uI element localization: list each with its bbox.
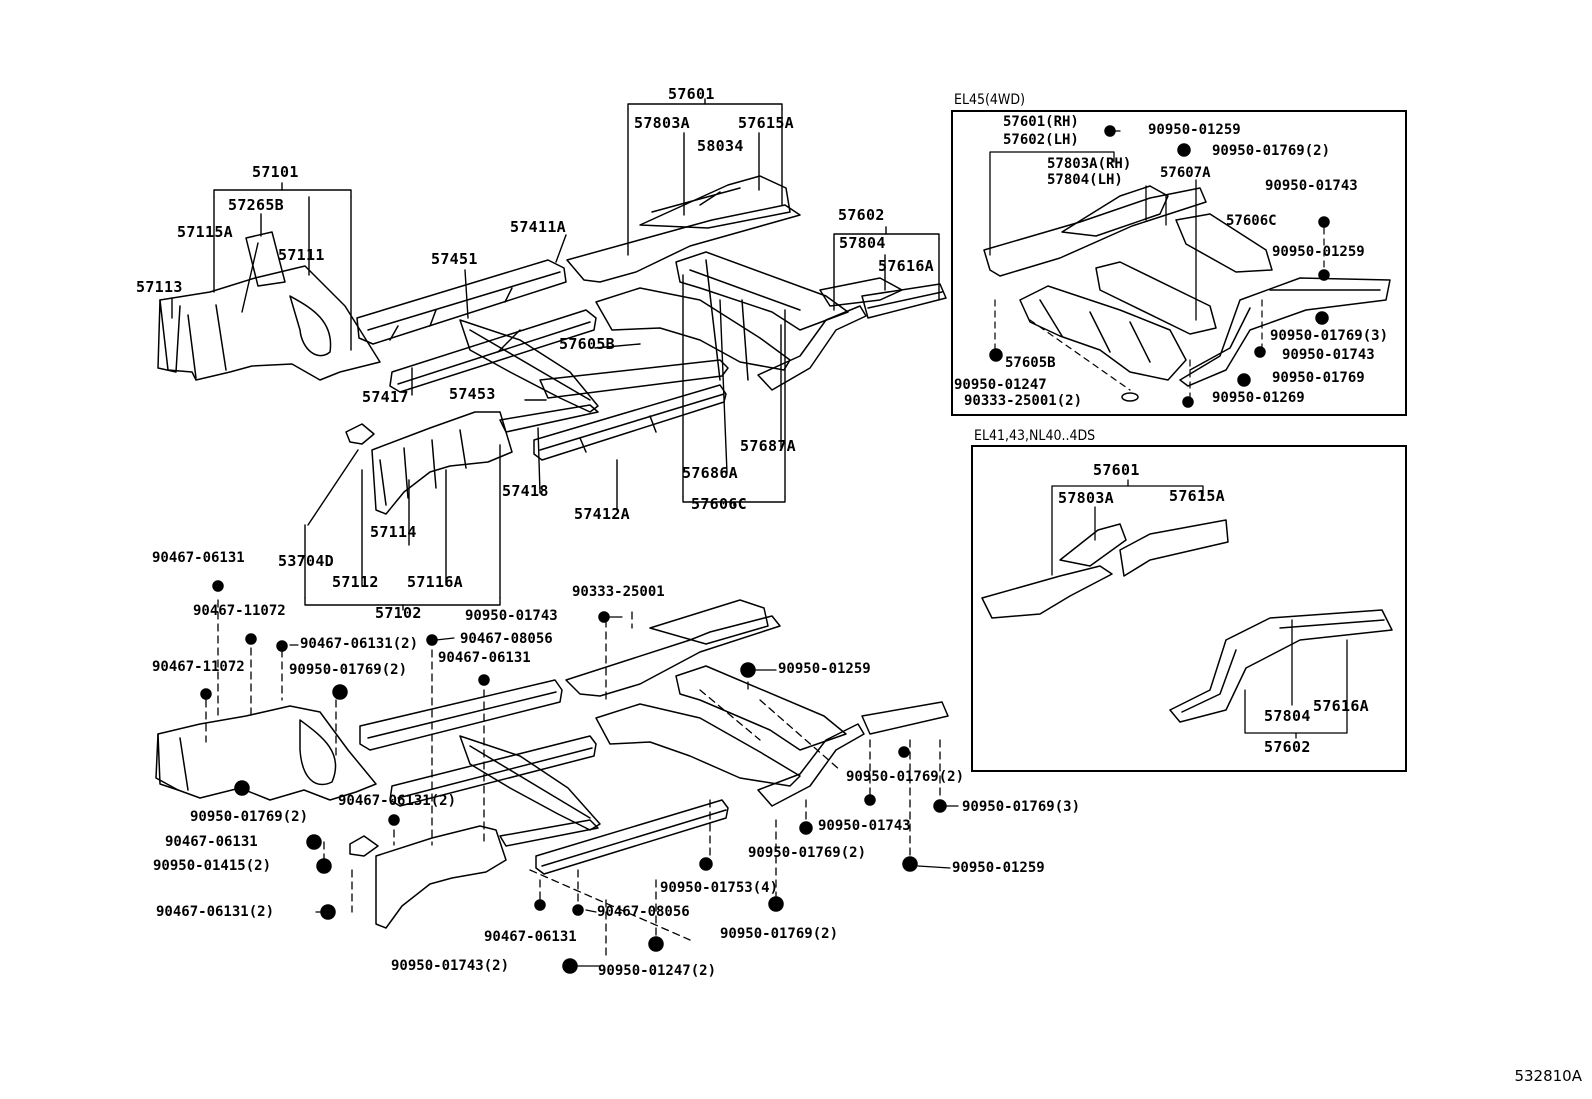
- part-label-57615a: 57615A: [738, 114, 794, 132]
- part-label-57451: 57451: [431, 250, 478, 268]
- hardware-label-90950-01769-2-c: 90950-01769(2): [190, 809, 309, 825]
- hardware-label-90467-06131-d: 90467-06131: [484, 929, 577, 945]
- el45-label-90950-01769: 90950-01769: [1272, 370, 1365, 386]
- el41-label-57615a: 57615A: [1169, 487, 1225, 505]
- dashed-assembly-lines: [205, 599, 941, 961]
- el45-label-57804-lh: 57804(LH): [1047, 172, 1123, 188]
- el45-label-90333-25001-2: 90333-25001(2): [964, 393, 1083, 409]
- part-label-57265b: 57265B: [228, 196, 284, 214]
- el45-inset-art: [983, 125, 1391, 408]
- part-label-57804: 57804: [839, 234, 886, 252]
- part-label-57616a: 57616A: [878, 257, 934, 275]
- el45-label-57607a: 57607A: [1160, 165, 1211, 181]
- hardware-label-90467-08056-b: 90467-08056: [597, 904, 690, 920]
- el41-label-57804: 57804: [1264, 707, 1311, 725]
- part-label-57102: 57102: [375, 604, 422, 622]
- part-label-57803a: 57803A: [634, 114, 690, 132]
- inset-el45-frame: [951, 110, 1407, 416]
- hardware-label-90467-06131-b: 90467-06131: [438, 650, 531, 666]
- part-label-57418: 57418: [502, 482, 549, 500]
- hardware-label-90950-01743-a: 90950-01743: [465, 608, 558, 624]
- part-label-57606c: 57606C: [691, 495, 747, 513]
- hardware-label-90467-06131-c: 90467-06131: [165, 834, 258, 850]
- part-label-57411a: 57411A: [510, 218, 566, 236]
- hardware-label-90950-01415-2: 90950-01415(2): [153, 858, 272, 874]
- hardware-label-90950-01769-2-b: 90950-01769(2): [846, 769, 965, 785]
- part-label-57116a: 57116A: [407, 573, 463, 591]
- hardware-label-90467-11072-b: 90467-11072: [152, 659, 245, 675]
- lower-parts: [155, 599, 949, 929]
- el45-label-57601-rh: 57601(RH): [1003, 114, 1079, 130]
- hardware-label-90467-06131-2-a: 90467-06131(2): [300, 636, 419, 652]
- inset-el41-title: EL41,43,NL40..4DS: [974, 428, 1096, 444]
- part-label-57412a: 57412A: [574, 505, 630, 523]
- hardware-label-90950-01753-4: 90950-01753(4): [660, 880, 779, 896]
- inset-el41-frame: [971, 445, 1407, 772]
- part-label-57113: 57113: [136, 278, 183, 296]
- hardware-label-90950-01769-3: 90950-01769(3): [962, 799, 1081, 815]
- part-label-57601: 57601: [668, 85, 715, 103]
- fastener-leaders: [289, 616, 959, 967]
- inset-el45-title: EL45(4WD): [954, 92, 1025, 108]
- part-label-57111: 57111: [278, 246, 325, 264]
- part-label-57417: 57417: [362, 388, 409, 406]
- el45-label-90950-01769-3: 90950-01769(3): [1270, 328, 1389, 344]
- el45-label-57602-lh: 57602(LH): [1003, 132, 1079, 148]
- diagram-reference-code: 532810A: [1514, 1067, 1582, 1085]
- hardware-label-90467-11072-a: 90467-11072: [193, 603, 286, 619]
- el41-label-57803a: 57803A: [1058, 489, 1114, 507]
- hardware-label-90950-01769-2-a: 90950-01769(2): [289, 662, 408, 678]
- hardware-label-90467-08056-a: 90467-08056: [460, 631, 553, 647]
- part-label-57605b: 57605B: [559, 335, 615, 353]
- part-label-57114: 57114: [370, 523, 417, 541]
- el45-label-57606c: 57606C: [1226, 213, 1277, 229]
- hardware-label-90467-06131-2-b: 90467-06131(2): [338, 793, 457, 809]
- el45-label-90950-01247: 90950-01247: [954, 377, 1047, 393]
- el45-label-90950-01743-b: 90950-01743: [1282, 347, 1375, 363]
- el45-label-57605b: 57605B: [1005, 355, 1056, 371]
- hardware-label-90950-01247-2: 90950-01247(2): [598, 963, 717, 979]
- el41-label-57616a: 57616A: [1313, 697, 1369, 715]
- hardware-label-90333-25001: 90333-25001: [572, 584, 665, 600]
- upper-parts: [157, 175, 947, 515]
- part-label-57602: 57602: [838, 206, 885, 224]
- el45-label-90950-01259-b: 90950-01259: [1272, 244, 1365, 260]
- part-label-57686a: 57686A: [682, 464, 738, 482]
- el41-inset-art: [981, 479, 1393, 739]
- el45-label-90950-01269: 90950-01269: [1212, 390, 1305, 406]
- fasteners-lower: [200, 580, 947, 974]
- hardware-label-90950-01743-b: 90950-01743: [818, 818, 911, 834]
- part-label-57453: 57453: [449, 385, 496, 403]
- hardware-label-90950-01259-b: 90950-01259: [952, 860, 1045, 876]
- hardware-label-90467-06131-2-c: 90467-06131(2): [156, 904, 275, 920]
- el41-label-57602: 57602: [1264, 738, 1311, 756]
- part-label-53704d: 53704D: [278, 552, 334, 570]
- el45-label-90950-01743-a: 90950-01743: [1265, 178, 1358, 194]
- el45-label-57803a-rh: 57803A(RH): [1047, 156, 1132, 172]
- hardware-label-90950-01769-2-d: 90950-01769(2): [748, 845, 867, 861]
- part-label-57112: 57112: [332, 573, 379, 591]
- el45-label-90950-01769-2: 90950-01769(2): [1212, 143, 1331, 159]
- part-label-57115a: 57115A: [177, 223, 233, 241]
- el41-label-57601: 57601: [1093, 461, 1140, 479]
- part-label-57687a: 57687A: [740, 437, 796, 455]
- hardware-label-90950-01259-a: 90950-01259: [778, 661, 871, 677]
- hardware-label-90950-01769-2-e: 90950-01769(2): [720, 926, 839, 942]
- hardware-label-90950-01743-2: 90950-01743(2): [391, 958, 510, 974]
- part-label-57101: 57101: [252, 163, 299, 181]
- hardware-label-90467-06131-a: 90467-06131: [152, 550, 245, 566]
- part-label-58034: 58034: [697, 137, 744, 155]
- el45-label-90950-01259-a: 90950-01259: [1148, 122, 1241, 138]
